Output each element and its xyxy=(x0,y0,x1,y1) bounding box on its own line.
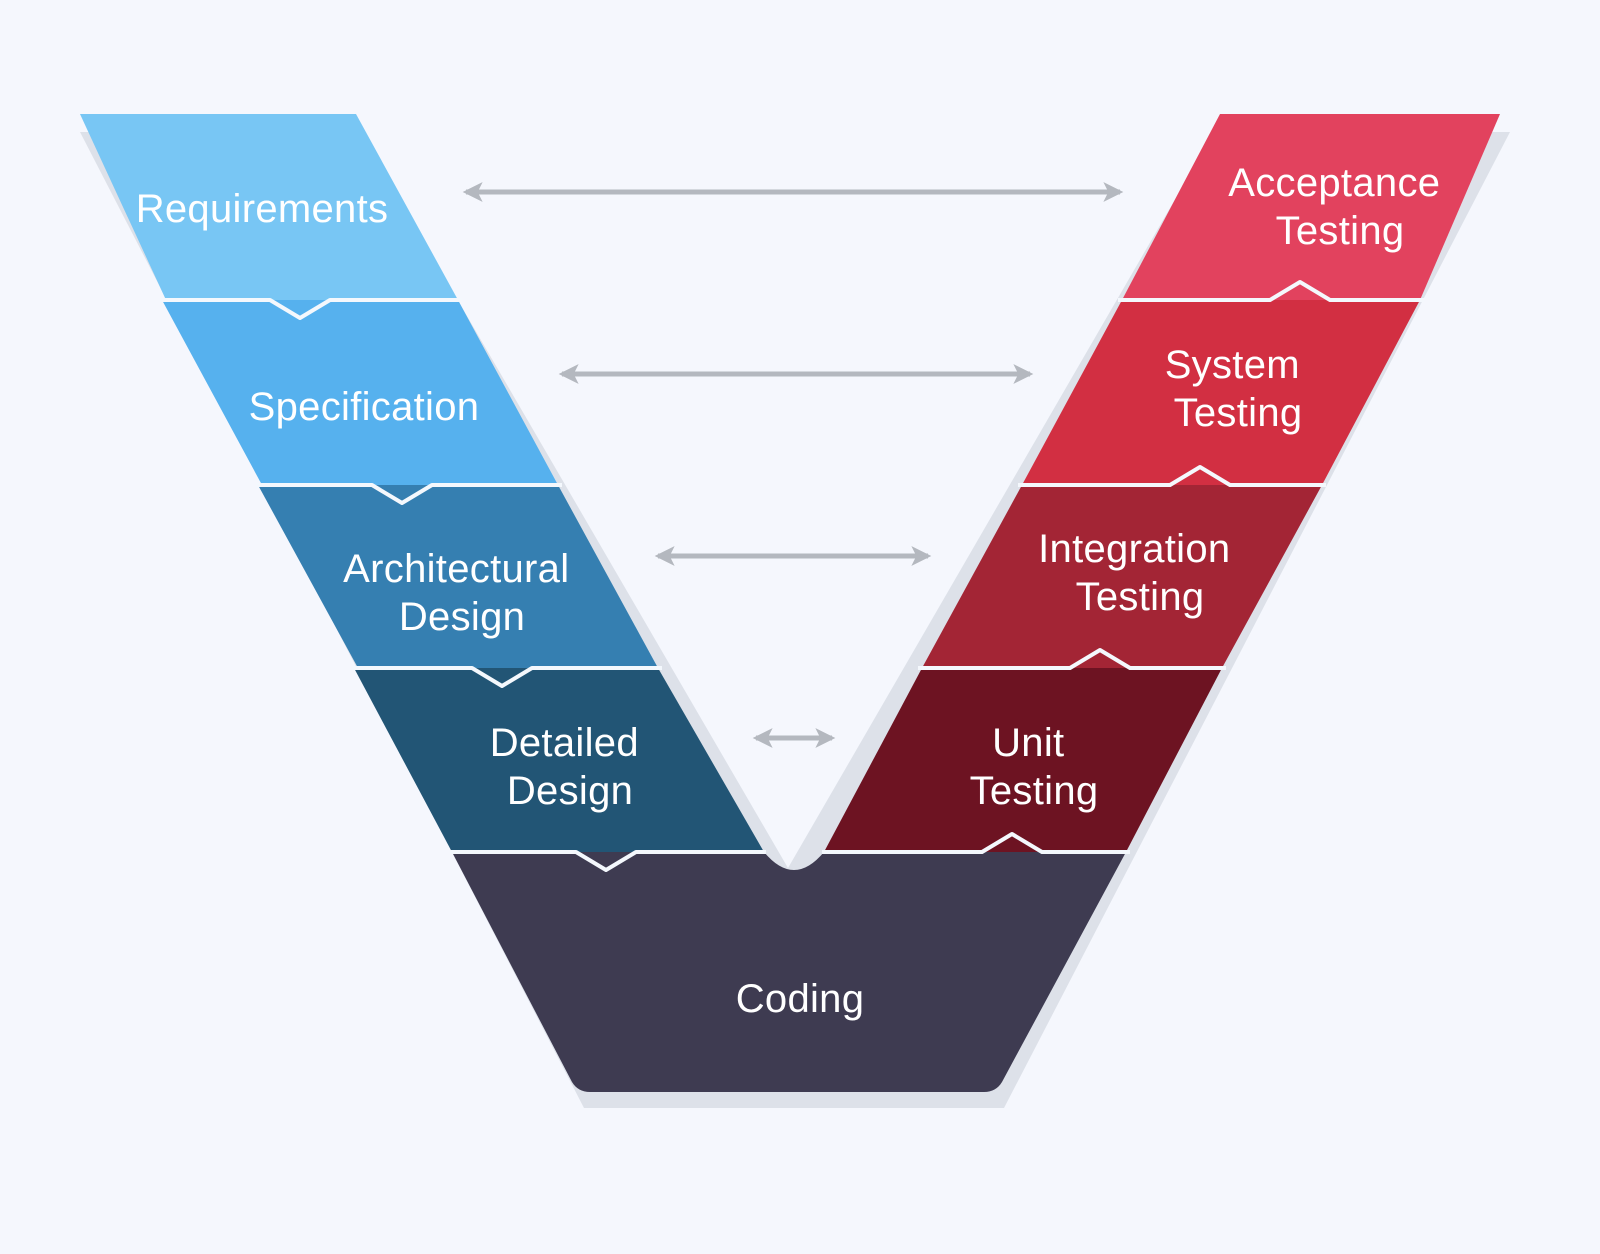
separator-right-4 xyxy=(822,832,1130,854)
stage-detailed-design[interactable] xyxy=(354,668,764,852)
verification-arrows xyxy=(462,182,1124,748)
label-integration-testing: Integration Testing xyxy=(1038,527,1242,619)
label-coding: Coding xyxy=(736,977,865,1021)
label-specification: Specification xyxy=(249,385,480,429)
stage-integration-testing[interactable] xyxy=(922,485,1322,668)
separator-left-2 xyxy=(256,483,562,505)
label-architectural-design: Architectural Design xyxy=(343,547,581,639)
separator-left-3 xyxy=(352,666,662,688)
separator-left-4 xyxy=(450,850,766,872)
label-acceptance-testing: Acceptance Testing xyxy=(1228,161,1451,253)
stage-unit-testing[interactable] xyxy=(824,668,1222,852)
stage-requirements[interactable] xyxy=(80,114,458,300)
separator-left-1 xyxy=(160,298,462,320)
label-requirements: Requirements xyxy=(136,187,389,231)
stage-specification[interactable] xyxy=(162,300,558,485)
stage-acceptance-testing[interactable] xyxy=(1122,114,1500,300)
stage-coding[interactable] xyxy=(452,852,1126,1092)
label-system-testing: System Testing xyxy=(1165,343,1312,435)
stage-architectural-design[interactable] xyxy=(258,485,658,668)
label-detailed-design: Detailed Design xyxy=(490,721,651,813)
label-unit-testing: Unit Testing xyxy=(970,721,1099,813)
separator-right-3 xyxy=(918,648,1226,670)
separator-right-1 xyxy=(1118,280,1424,302)
separator-right-2 xyxy=(1018,465,1326,487)
stage-system-testing[interactable] xyxy=(1022,300,1420,485)
separators xyxy=(160,280,1424,872)
